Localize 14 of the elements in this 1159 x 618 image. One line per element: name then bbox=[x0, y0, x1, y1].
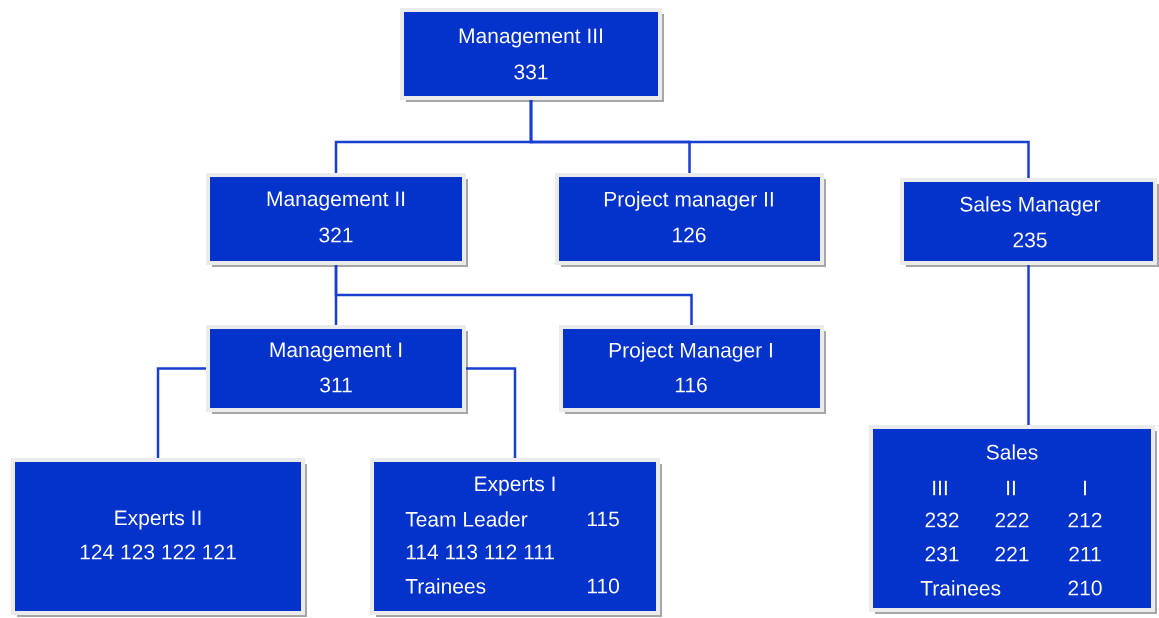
org-box: Experts I Team Leader 115 114 113 112 111 Trainees 110 bbox=[370, 458, 662, 617]
connector bbox=[1027, 265, 1030, 425]
org-box: Management II 321 bbox=[206, 173, 468, 267]
connector bbox=[529, 100, 1030, 178]
org-box: Sales III II I 232 222 212 231 221 211 Trainees 210 bbox=[869, 425, 1157, 614]
org-box: Management III 331 bbox=[400, 8, 664, 102]
org-box: Management I 311 bbox=[206, 325, 468, 414]
org-box: Experts II 124 123 122 121 bbox=[11, 458, 307, 617]
org-box: Sales Manager 235 bbox=[900, 178, 1159, 267]
connector bbox=[466, 367, 517, 458]
org-box: Project manager II 126 bbox=[555, 173, 826, 267]
connector bbox=[156, 367, 206, 458]
org-box: Project Manager I 116 bbox=[559, 325, 826, 414]
connector bbox=[334, 265, 693, 325]
